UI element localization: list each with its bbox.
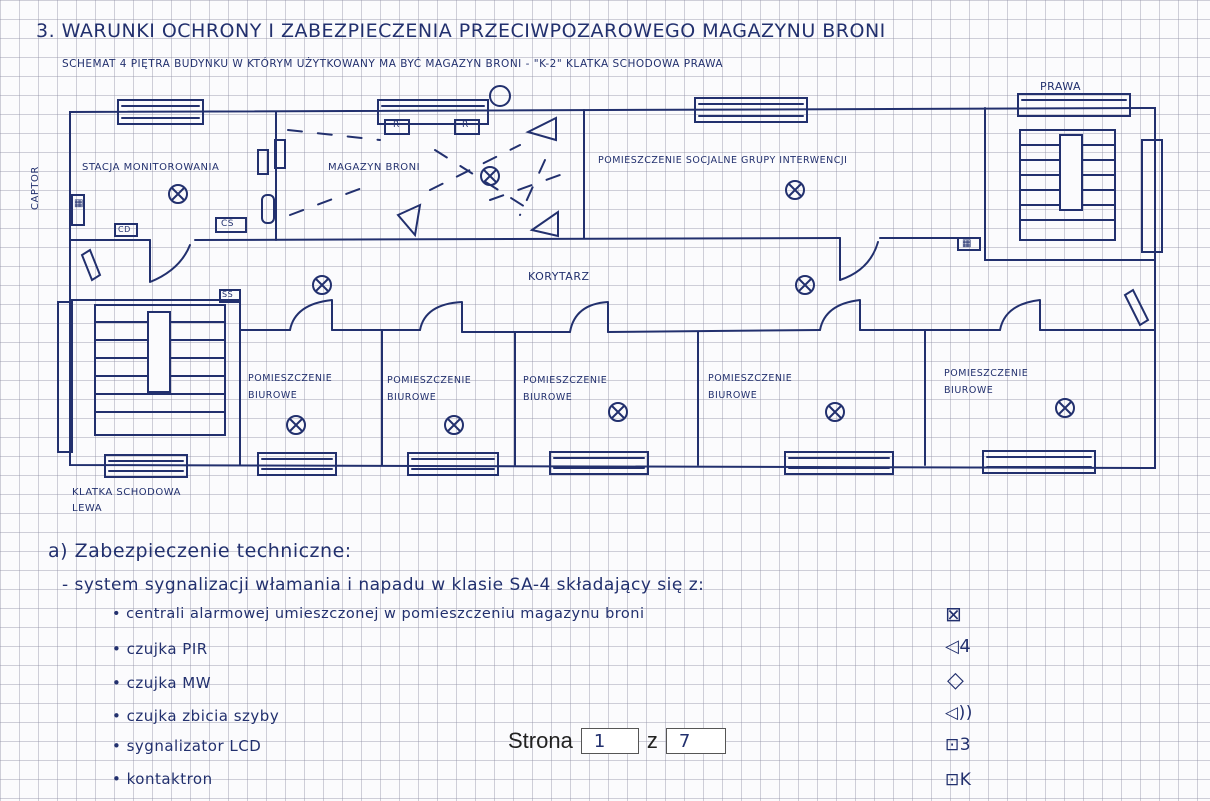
right-stairs-note: PRAWA — [1040, 80, 1082, 93]
list-item-1: • centrali alarmowej umieszczonej w pomi… — [112, 606, 645, 622]
corridor-top-wall — [69, 237, 959, 241]
room-label-office-5: POMIESZCZENIE BIUROWE — [944, 368, 1029, 396]
notes-heading: a) Zabezpieczenie techniczne: — [48, 540, 352, 562]
equipment-label-ss: SS — [222, 290, 234, 299]
equipment-label-cd: CD — [118, 225, 131, 234]
left-stairs-core — [147, 311, 171, 393]
door-office-3 — [569, 301, 609, 333]
window-bottom-6 — [982, 450, 1096, 474]
window-bottom-3 — [407, 452, 499, 476]
detector-right — [1123, 288, 1150, 327]
pir-sensor-icon: ◁4 — [945, 636, 972, 657]
room-label-office-3: POMIESZCZENIE BIUROWE — [523, 375, 608, 403]
left-stairs — [94, 304, 226, 436]
current-page-input[interactable]: 1 — [580, 728, 639, 754]
window-top-1 — [117, 99, 204, 125]
window-bottom-1 — [104, 454, 188, 478]
pagination-label: Strona — [508, 728, 573, 753]
door-office-4 — [819, 299, 861, 331]
camera-marker — [489, 85, 511, 107]
window-left — [57, 301, 73, 453]
outer-wall — [69, 106, 1156, 470]
detector-left — [80, 248, 102, 282]
room-label-corridor: KORYTARZ — [528, 270, 590, 283]
list-item-5: • sygnalizator LCD — [112, 737, 262, 755]
equipment-label-box2: ▦ — [962, 238, 972, 249]
room-label-weapons: MAGAZYN BRONI — [328, 162, 421, 173]
equipment-label-r2: R — [462, 120, 469, 130]
room-label-social: POMIESZCZENIE SOCJALNE GRUPY INTERWENCJI — [598, 155, 848, 166]
window-top-3 — [694, 97, 808, 123]
equipment-label-cs: CS — [221, 219, 234, 229]
window-right — [1141, 139, 1163, 253]
lamp-symbols — [168, 166, 1075, 435]
mw-sensor-icon: ◇ — [947, 668, 965, 693]
list-item-6: • kontaktron — [112, 770, 213, 788]
detector-1 — [525, 116, 557, 142]
document-subtitle: SCHEMAT 4 PIĘTRA BUDYNKU W KTÓRYM UŻYTKO… — [62, 58, 724, 70]
total-pages: 7 — [665, 728, 726, 754]
contact-sensor-icon: ⊡K — [945, 770, 972, 790]
pagination-separator: z — [646, 728, 658, 753]
pir-coverage — [287, 129, 561, 216]
detector-3 — [396, 203, 422, 238]
alarm-panel-icon: ⊠ — [945, 602, 963, 626]
divider-3 — [984, 107, 1156, 261]
lcd-signaller-icon: ⊡3 — [945, 735, 972, 755]
document-title: 3. WARUNKI OCHRONY I ZABEZPIECZENIA PRZE… — [36, 20, 886, 42]
room-label-office-4: POMIESZCZENIE BIUROWE — [708, 373, 793, 401]
left-stairs-label: KLATKA SCHODOWA LEWA — [72, 487, 181, 514]
room-label-office-1: POMIESZCZENIE BIUROWE — [248, 373, 333, 401]
pagination: Strona 1 z 7 — [508, 728, 726, 754]
room-label-monitoring: STACJA MONITOROWANIA — [82, 162, 220, 173]
window-bottom-4 — [549, 451, 649, 475]
door-monitoring — [149, 239, 191, 283]
detector-2 — [529, 210, 559, 238]
door-office-2 — [419, 301, 463, 333]
door-social — [839, 237, 879, 281]
list-item-4: • czujka zbicia szyby — [112, 707, 280, 725]
equipment-label-r1: R — [393, 120, 400, 130]
window-top-4 — [1017, 93, 1131, 117]
left-wall-label: CAPTOR — [30, 166, 41, 210]
window-top-2 — [377, 99, 489, 125]
door-office-1 — [289, 299, 333, 331]
door-office-5 — [999, 299, 1041, 331]
window-bottom-2 — [257, 452, 337, 476]
room-label-office-2: POMIESZCZENIE BIUROWE — [387, 375, 472, 403]
equipment-label-box1: ▦ — [74, 198, 84, 209]
window-bottom-5 — [784, 451, 894, 475]
glass-break-icon: ◁)) — [945, 703, 973, 723]
right-stairs — [1019, 129, 1116, 241]
list-item-3: • czujka MW — [112, 674, 212, 692]
list-item-2: • czujka PIR — [112, 640, 208, 658]
notes-intro: - system sygnalizacji włamania i napadu … — [62, 575, 705, 595]
